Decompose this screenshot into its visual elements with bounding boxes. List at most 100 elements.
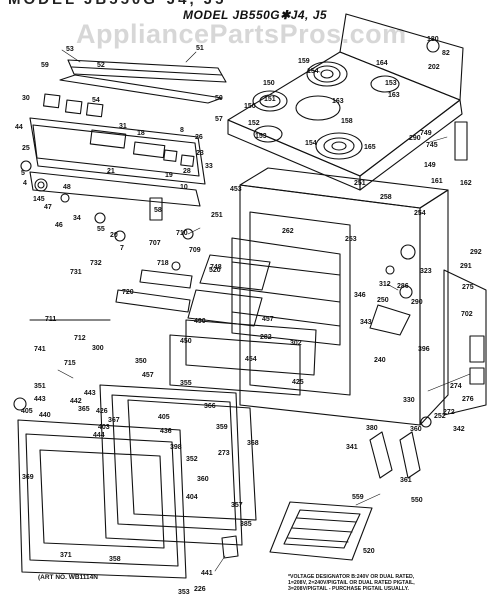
callout-label: 365 — [78, 406, 90, 413]
model-title: MODEL JB550G✱J4, J5 — [183, 8, 328, 22]
top-trim-bar — [59, 59, 227, 104]
callout-label: 550 — [411, 497, 423, 504]
callout-label: 59 — [41, 62, 49, 69]
oven-door — [17, 319, 317, 579]
callout-label: 380 — [366, 425, 378, 432]
callout-label: 707 — [149, 240, 161, 247]
callout-label: 53 — [66, 46, 74, 53]
callout-label: 10 — [180, 184, 188, 191]
callout-label: 54 — [92, 97, 100, 104]
callout-label: 440 — [39, 412, 51, 419]
callout-label: 361 — [400, 477, 412, 484]
callout-label: 57 — [215, 116, 223, 123]
callout-label: 82 — [442, 50, 450, 57]
callout-label: 154 — [305, 140, 317, 147]
callout-label: 46 — [55, 222, 63, 229]
callout-label: 150 — [263, 80, 275, 87]
oven-rack — [187, 254, 271, 327]
callout-label: 341 — [346, 444, 358, 451]
callout-label: 360 — [197, 476, 209, 483]
callout-label: 150 — [244, 103, 256, 110]
callout-label: 357 — [231, 502, 243, 509]
callout-label: 346 — [354, 292, 366, 299]
callout-label: 18 — [137, 130, 145, 137]
callout-label: 276 — [462, 396, 474, 403]
callout-label: 262 — [282, 228, 294, 235]
callout-label: 350 — [135, 358, 147, 365]
callout-label: 202 — [428, 64, 440, 71]
callout-label: 520 — [209, 267, 221, 274]
callout-label: 351 — [34, 383, 46, 390]
callout-label: 404 — [186, 494, 198, 501]
callout-label: 702 — [461, 311, 473, 318]
footnote-line: *VOLTAGE DESIGNATOR B:240V OR DUAL RATED… — [288, 574, 415, 580]
callout-label: 55 — [97, 226, 105, 233]
callout-label: 355 — [180, 380, 192, 387]
callout-label: 158 — [341, 118, 353, 125]
callout-label: 154 — [307, 68, 319, 75]
callout-label: 28 — [183, 168, 191, 175]
callout-label: 312 — [379, 281, 391, 288]
callout-label: 367 — [108, 417, 120, 424]
callout-label: 358 — [109, 556, 121, 563]
callout-label: 366 — [204, 403, 216, 410]
callout-label: 368 — [247, 440, 259, 447]
callout-label: 290 — [409, 135, 421, 142]
callout-label: 163 — [388, 92, 400, 99]
callout-label: 151 — [264, 96, 276, 103]
callout-label: 47 — [44, 204, 52, 211]
callout-label: 712 — [74, 335, 86, 342]
callout-label: 330 — [403, 397, 415, 404]
callout-label: 23 — [196, 150, 204, 157]
callout-label: 453 — [230, 186, 242, 193]
callout-label: 371 — [60, 552, 72, 559]
callout-label: 30 — [22, 95, 30, 102]
callout-label: 405 — [21, 408, 33, 415]
page-header-strip: MODEL JB550G*J4, J5 — [0, 0, 501, 12]
callout-label: 8 — [180, 127, 184, 134]
callout-label: 323 — [420, 268, 432, 275]
callout-label: 396 — [418, 346, 430, 353]
callout-label: 153 — [385, 80, 397, 87]
callout-label: 720 — [122, 289, 134, 296]
callout-label: 454 — [245, 356, 257, 363]
leader-lines — [57, 49, 471, 572]
callout-label: 52 — [97, 62, 105, 69]
callout-label: 360 — [410, 426, 422, 433]
voltage-footnote: *VOLTAGE DESIGNATOR B:240V OR DUAL RATED… — [288, 574, 494, 593]
side-panel — [443, 269, 487, 416]
callout-label: 343 — [360, 319, 372, 326]
callout-label: 252 — [434, 413, 446, 420]
callout-label: 353 — [178, 589, 190, 596]
callout-label: 443 — [34, 396, 46, 403]
callout-label: 359 — [216, 424, 228, 431]
control-panel — [20, 93, 206, 242]
broiler-pan — [269, 501, 373, 561]
callout-label: 162 — [460, 180, 472, 187]
callout-label: 153 — [255, 133, 267, 140]
callout-label: 385 — [240, 521, 252, 528]
callout-label: 251 — [354, 180, 366, 187]
callout-label: 250 — [377, 297, 389, 304]
callout-label: 226 — [194, 586, 206, 593]
callout-label: 300 — [92, 345, 104, 352]
callout-label: 426 — [96, 408, 108, 415]
callout-label: 398 — [170, 444, 182, 451]
callout-label: 748 — [210, 264, 222, 271]
callout-label: 436 — [160, 428, 172, 435]
callout-label: 19 — [165, 172, 173, 179]
callout-label: 403 — [98, 424, 110, 431]
header-text: MODEL JB550G*J4, J5 — [8, 0, 226, 8]
callout-label: 732 — [90, 260, 102, 267]
callout-label: 253 — [345, 236, 357, 243]
callout-label: 352 — [186, 456, 198, 463]
callout-label: 490 — [194, 318, 206, 325]
callout-label: 749 — [420, 130, 432, 137]
callout-label: 731 — [70, 269, 82, 276]
hinges-and-small-parts — [13, 39, 440, 559]
callout-label: 5 — [21, 170, 25, 177]
callout-label: 274 — [450, 383, 462, 390]
callout-label: 711 — [45, 316, 57, 323]
callout-label: 4 — [23, 180, 27, 187]
